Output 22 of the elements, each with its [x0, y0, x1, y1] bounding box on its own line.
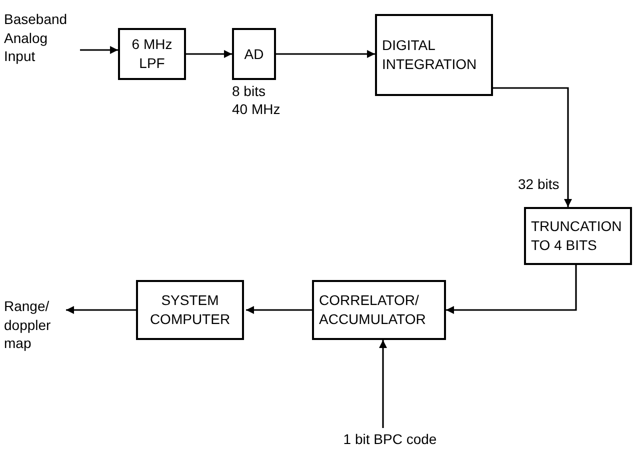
process-box	[312, 280, 446, 340]
process-box	[524, 207, 632, 265]
process-box	[375, 14, 493, 96]
box-label: 6 MHz LPF	[130, 35, 174, 73]
box-label: CORRELATOR/ ACCUMULATOR	[319, 291, 427, 329]
box-label: TRUNCATION TO 4 BITS	[531, 217, 623, 255]
box-label: AD	[244, 44, 264, 64]
arrow	[276, 50, 375, 58]
arrow	[379, 340, 387, 428]
process-box	[136, 280, 244, 340]
box-label: DIGITAL INTEGRATION	[382, 36, 478, 74]
process-box	[232, 28, 276, 80]
process-box	[118, 28, 186, 80]
edge-label: 32 bits	[516, 176, 562, 192]
annotation: 8 bits 40 MHz	[232, 82, 282, 118]
arrow	[66, 306, 136, 314]
arrow	[80, 46, 118, 54]
arrow	[186, 50, 232, 58]
arrow	[493, 87, 572, 207]
box-label: SYSTEM COMPUTER	[148, 291, 232, 329]
arrow	[246, 306, 312, 314]
arrow	[446, 265, 577, 314]
